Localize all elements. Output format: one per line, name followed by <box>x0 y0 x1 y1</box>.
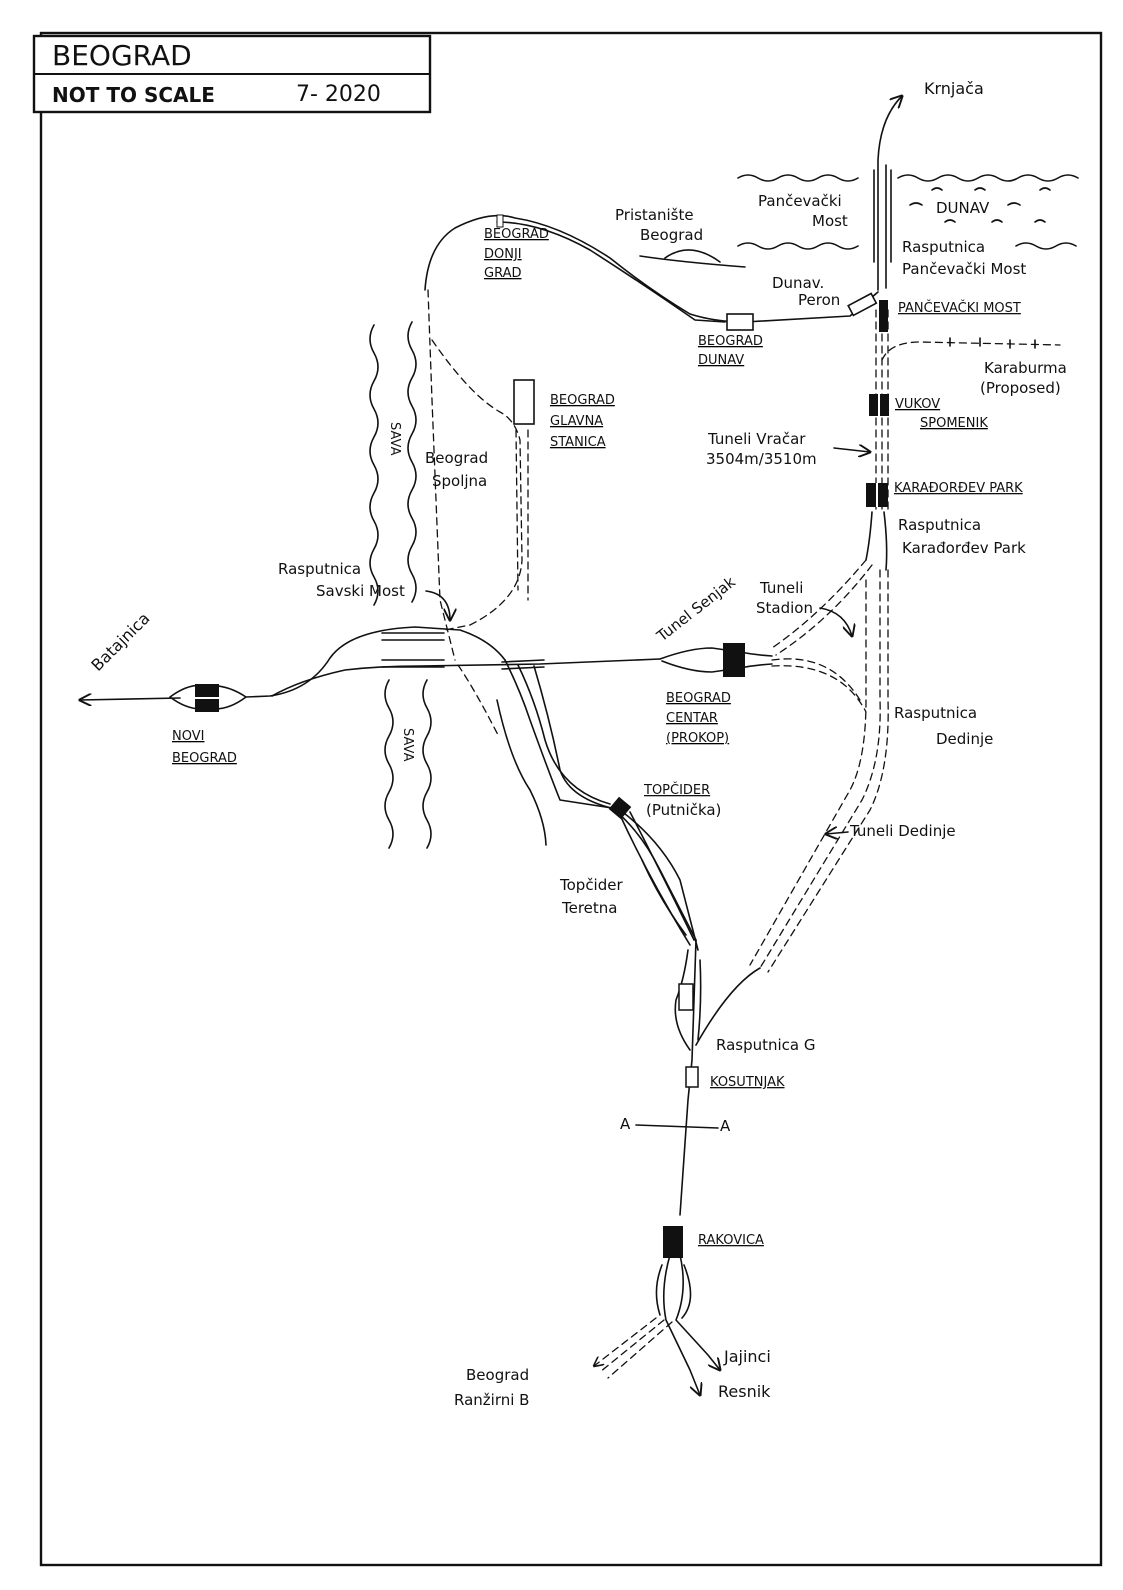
svg-text:Ranžirni B: Ranžirni B <box>454 1391 529 1409</box>
station-topcider: TOPČIDER <box>643 782 710 798</box>
label-ranzirni: Beograd Ranžirni B <box>454 1366 529 1409</box>
svg-text:CENTAR: CENTAR <box>666 711 718 726</box>
svg-text:Karađorđev Park: Karađorđev Park <box>902 539 1026 557</box>
svg-text:Spoljna: Spoljna <box>432 472 487 490</box>
label-pancevacki-bridge: Pančevački Most <box>758 192 848 230</box>
svg-text:Karaburma: Karaburma <box>984 359 1067 377</box>
label-topcider-teretna: Topčider Teretna <box>559 876 623 917</box>
label-tuneli-vracar: Tuneli Vračar 3504m/3510m <box>706 430 817 468</box>
scale-note: NOT TO SCALE <box>52 83 215 107</box>
tracks-karadjordjev-to-centar <box>749 511 889 973</box>
station-centar: BEOGRAD CENTAR (PROKOP) <box>666 691 731 746</box>
label-dunav-peron: Dunav. Peron <box>772 274 840 309</box>
svg-text:GRAD: GRAD <box>484 266 521 281</box>
dest-resnik: Resnik <box>718 1382 771 1401</box>
station-topcider-sub: (Putnička) <box>646 801 721 819</box>
svg-text:DONJI: DONJI <box>484 247 522 262</box>
svg-text:GLAVNA: GLAVNA <box>550 414 603 429</box>
svg-text:BEOGRAD: BEOGRAD <box>550 393 615 408</box>
map-title: BEOGRAD <box>52 39 192 72</box>
station-pancevacki-most: PANČEVAČKI MOST <box>898 300 1021 316</box>
label-spoljna: Beograd Spoljna <box>425 449 488 490</box>
river-sava: SAVA SAVA <box>369 321 432 849</box>
label-section-a-right: A <box>720 1117 731 1135</box>
topcider-block <box>608 796 632 820</box>
svg-text:Dedinje: Dedinje <box>936 730 993 748</box>
svg-text:DUNAV: DUNAV <box>698 353 744 368</box>
svg-text:SPOMENIK: SPOMENIK <box>920 416 988 431</box>
kosutnjak-block <box>685 1066 699 1088</box>
svg-text:Dunav.: Dunav. <box>772 274 824 292</box>
river-dunav-label: DUNAV <box>936 199 990 217</box>
svg-text:BEOGRAD: BEOGRAD <box>484 227 549 242</box>
svg-text:Peron: Peron <box>798 291 840 309</box>
map-frame <box>39 31 1103 1567</box>
dest-batajnica: Batajnica <box>87 609 153 675</box>
label-tuneli-stadion: Tuneli Stadion <box>756 579 813 617</box>
svg-text:Stadion: Stadion <box>756 599 813 617</box>
tracks-southern <box>496 659 761 1395</box>
river-dunav: DUNAV <box>737 174 1079 250</box>
map-date: 7- 2020 <box>296 82 381 107</box>
svg-text:Tuneli: Tuneli <box>759 579 803 597</box>
svg-text:Rasputnica: Rasputnica <box>894 704 977 722</box>
label-tunel-senjak: Tunel Senjak <box>653 573 739 646</box>
river-sava-lower-label: SAVA <box>400 728 415 762</box>
svg-text:Pančevački Most: Pančevački Most <box>902 260 1026 278</box>
svg-text:Teretna: Teretna <box>561 899 618 917</box>
svg-text:Rasputnica: Rasputnica <box>898 516 981 534</box>
svg-text:BEOGRAD: BEOGRAD <box>172 751 237 766</box>
station-rakovica: RAKOVICA <box>698 1233 764 1248</box>
label-section-a-left: A <box>620 1115 631 1133</box>
svg-text:Beograd: Beograd <box>466 1366 529 1384</box>
dunav-station-block <box>726 313 754 331</box>
svg-text:Savski Most: Savski Most <box>316 582 405 600</box>
topcider-teretna-block <box>678 983 694 1011</box>
donji-grad-marker <box>496 214 504 228</box>
station-karadjordjev-park: KARAĐORĐEV PARK <box>894 481 1023 496</box>
station-kosutnjak: KOSUTNJAK <box>710 1075 785 1090</box>
svg-text:Rasputnica: Rasputnica <box>902 238 985 256</box>
label-karaburma: Karaburma (Proposed) <box>980 359 1067 397</box>
dest-jajinci: Jajinci <box>723 1347 771 1366</box>
river-sava-upper-label: SAVA <box>387 422 402 456</box>
svg-text:Beograd: Beograd <box>640 226 703 244</box>
station-vukov-spomenik: VUKOV SPOMENIK <box>895 397 988 431</box>
label-rasputnica-dedinje: Rasputnica Dedinje <box>894 704 993 748</box>
svg-text:VUKOV: VUKOV <box>895 397 940 412</box>
svg-text:(Proposed): (Proposed) <box>980 379 1061 397</box>
svg-text:(PROKOP): (PROKOP) <box>666 731 729 746</box>
svg-text:BEOGRAD: BEOGRAD <box>698 334 763 349</box>
station-novi-beograd: NOVI BEOGRAD <box>172 729 237 766</box>
svg-text:BEOGRAD: BEOGRAD <box>666 691 731 706</box>
dest-krnjaca: Krnjača <box>924 79 984 98</box>
label-tuneli-dedinje: Tuneli Dedinje <box>849 822 956 840</box>
svg-text:STANICA: STANICA <box>550 435 606 450</box>
svg-text:Tuneli Vračar: Tuneli Vračar <box>707 430 806 448</box>
svg-text:Beograd: Beograd <box>425 449 488 467</box>
glavna-station-block <box>513 379 535 425</box>
svg-text:Topčider: Topčider <box>559 876 623 894</box>
label-pristaniste: Pristanište Beograd <box>615 206 703 244</box>
centar-block <box>723 643 745 677</box>
tracks-sava-crossing <box>80 289 773 736</box>
pancevacki-most-block <box>879 300 888 332</box>
svg-text:Most: Most <box>812 212 848 230</box>
svg-text:Rasputnica: Rasputnica <box>278 560 361 578</box>
label-rasputnica-g: Rasputnica G <box>716 1036 816 1054</box>
station-glavna: BEOGRAD GLAVNA STANICA <box>550 393 615 450</box>
svg-text:NOVI: NOVI <box>172 729 204 744</box>
label-rasputnica-sm: Rasputnica Savski Most <box>278 560 405 600</box>
svg-text:3504m/3510m: 3504m/3510m <box>706 450 817 468</box>
svg-text:Pristanište: Pristanište <box>615 206 694 224</box>
label-rasputnica-pm: Rasputnica Pančevački Most <box>902 238 1026 278</box>
station-donji-grad: BEOGRAD DONJI GRAD <box>484 227 549 281</box>
station-dunav: BEOGRAD DUNAV <box>698 334 763 368</box>
label-rasputnica-kp: Rasputnica Karađorđev Park <box>898 516 1026 557</box>
main-tracks <box>424 96 902 323</box>
svg-text:Pančevački: Pančevački <box>758 192 842 210</box>
station-symbols <box>195 214 889 1258</box>
rakovica-block <box>663 1226 683 1258</box>
